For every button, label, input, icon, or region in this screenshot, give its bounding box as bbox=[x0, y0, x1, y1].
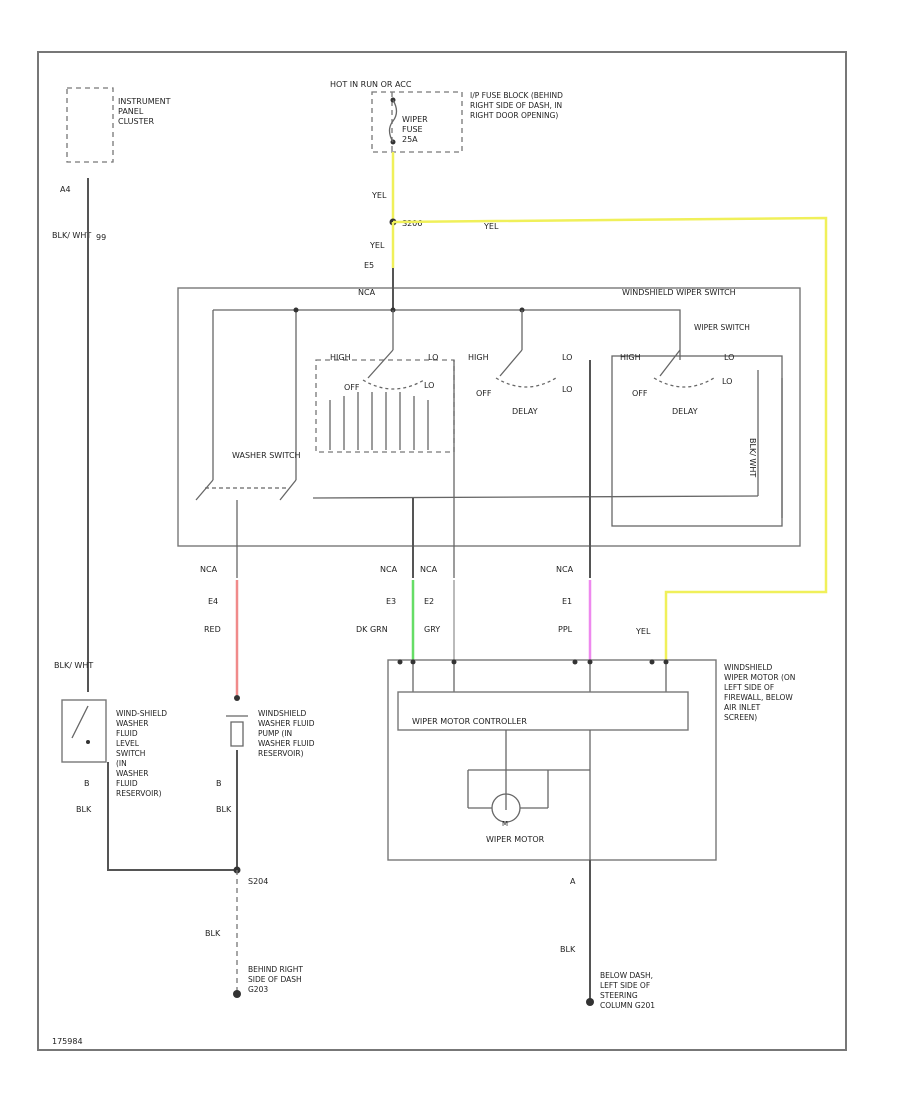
switch2-lo-label: LO bbox=[562, 353, 572, 362]
switch1-arc bbox=[362, 379, 425, 390]
blkwht-inner-label: BLK/ WHT bbox=[748, 438, 757, 477]
wire-level-ground bbox=[107, 762, 237, 871]
internal-wire-grn bbox=[312, 495, 759, 499]
washer-pump-symbol bbox=[226, 715, 248, 747]
level-switch-box bbox=[61, 699, 107, 763]
wiper-motor-box bbox=[387, 659, 717, 861]
switch3-arm bbox=[659, 349, 681, 377]
switch2-delay-label: DELAY bbox=[512, 407, 538, 416]
conn-e2-label: E2 bbox=[424, 597, 434, 606]
splice-s206-label: S206 bbox=[402, 219, 422, 228]
switch2-arc bbox=[495, 377, 557, 388]
yel-label-1: YEL bbox=[371, 191, 387, 200]
conn-e3-label: E3 bbox=[386, 597, 396, 606]
circuit-99-label: 99 bbox=[96, 233, 106, 242]
ppl-label: PPL bbox=[558, 625, 573, 634]
washer-pump-terminal bbox=[234, 695, 240, 701]
switch2-arm bbox=[499, 349, 523, 377]
switch3-delay-label: DELAY bbox=[672, 407, 698, 416]
washer-contact-left bbox=[195, 479, 214, 501]
motor-terminals bbox=[397, 659, 669, 665]
switch3-off-label: OFF bbox=[632, 389, 648, 398]
level-switch-contact bbox=[71, 705, 89, 739]
diagram-frame bbox=[37, 51, 847, 1051]
motor-input-drops bbox=[412, 664, 667, 692]
splice-s204-label: S204 bbox=[248, 877, 268, 886]
switch1-contact-columns bbox=[329, 392, 429, 450]
gry-label: GRY bbox=[424, 625, 440, 634]
switch1-contact-box bbox=[315, 359, 455, 453]
fuse-block-box bbox=[371, 91, 463, 153]
controller-label: WIPER MOTOR CONTROLLER bbox=[412, 717, 527, 726]
bus-junction-1 bbox=[293, 307, 299, 313]
nca-e3-label: NCA bbox=[380, 565, 398, 574]
wiper-switch-box bbox=[177, 287, 801, 547]
ground-g203 bbox=[233, 990, 241, 998]
fuse-symbol bbox=[388, 99, 398, 143]
blk-label-2: BLK bbox=[216, 805, 232, 814]
conn-e5-label: E5 bbox=[364, 261, 374, 270]
wiper-motor-label: WIPER MOTOR bbox=[486, 835, 545, 844]
nca-top-label: NCA bbox=[358, 288, 376, 297]
pin-b-left: B bbox=[84, 779, 90, 788]
wiper-motor-m: M bbox=[502, 820, 508, 828]
nca-e1-label: NCA bbox=[556, 565, 574, 574]
switch2-off-label: OFF bbox=[476, 389, 492, 398]
switch2-lo2-label: LO bbox=[562, 385, 572, 394]
switch1-lo-label: LO bbox=[428, 353, 438, 362]
controller-outputs bbox=[467, 730, 591, 860]
switch1-off-label: OFF bbox=[344, 383, 360, 392]
yel-label-2: YEL bbox=[369, 241, 385, 250]
switch1-arm bbox=[367, 349, 394, 379]
ground-g201 bbox=[586, 998, 594, 1006]
switch2-hi-label: HIGH bbox=[468, 353, 489, 362]
ipc-box bbox=[66, 87, 114, 163]
conn-e1-label: E1 bbox=[562, 597, 572, 606]
ipc-pin-label: A4 bbox=[60, 185, 71, 194]
washer-contact-right bbox=[279, 479, 297, 501]
switch1-lo2-label: LO bbox=[424, 381, 434, 390]
figure-id: 175984 bbox=[52, 1037, 83, 1046]
switch3-lo-label: LO bbox=[724, 353, 734, 362]
ws-switch-label: WINDSHIELD WIPER SWITCH bbox=[622, 288, 736, 297]
switch3-lo2-label: LO bbox=[722, 377, 732, 386]
blk-label-1: BLK bbox=[76, 805, 92, 814]
blkwht-left-label: BLK/ WHT bbox=[52, 231, 91, 240]
switch3-arc bbox=[653, 377, 715, 388]
conn-e4-label: E4 bbox=[208, 597, 218, 606]
pin-a-label: A bbox=[570, 877, 576, 886]
wire-yel-to-motor bbox=[392, 216, 828, 660]
wiper-switch-label: WIPER SWITCH bbox=[694, 323, 750, 332]
nca-e2-label: NCA bbox=[420, 565, 438, 574]
wiper-motor-controller bbox=[397, 691, 689, 731]
red-label: RED bbox=[204, 625, 221, 634]
washer-switch-label: WASHER SWITCH bbox=[232, 451, 301, 460]
yel-right-label: YEL bbox=[483, 222, 499, 231]
blk-label-4: BLK bbox=[560, 945, 576, 954]
switch1-hi-label: HIGH bbox=[330, 353, 351, 362]
blkwht-low-label: BLK/ WHT bbox=[54, 661, 93, 670]
wiper-motor-symbol bbox=[491, 793, 521, 823]
level-switch-terminal bbox=[86, 740, 90, 744]
switch3-hi-label: HIGH bbox=[620, 353, 641, 362]
internal-bus bbox=[213, 309, 681, 360]
blk-label-3: BLK bbox=[205, 929, 221, 938]
nca-e4-label: NCA bbox=[200, 565, 218, 574]
yel-bottom-label: YEL bbox=[635, 627, 651, 636]
dk-grn-label: DK GRN bbox=[356, 625, 388, 634]
hot-label: HOT IN RUN OR ACC bbox=[330, 80, 412, 89]
pin-b-pump: B bbox=[216, 779, 222, 788]
